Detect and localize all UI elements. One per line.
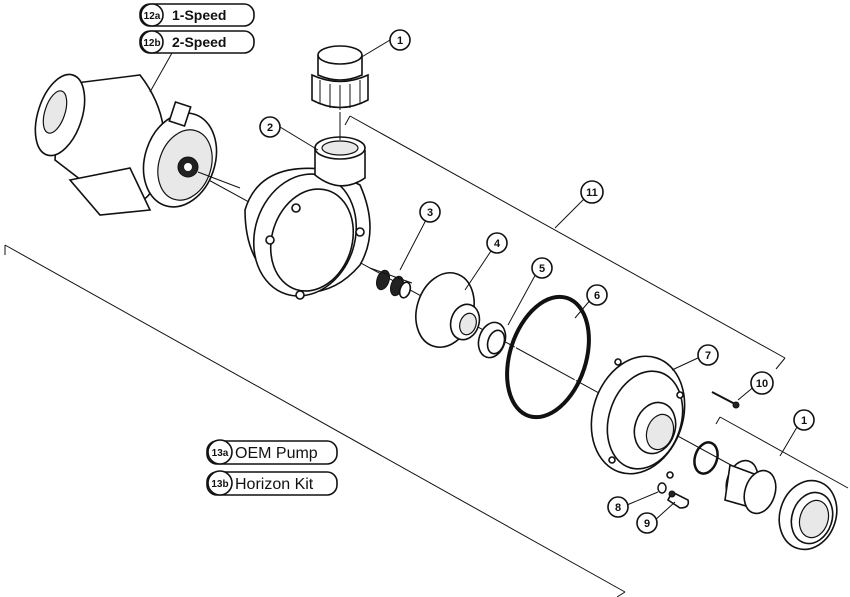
svg-text:5: 5: [539, 263, 545, 275]
svg-text:13a: 13a: [212, 448, 229, 459]
svg-text:Horizon Kit: Horizon Kit: [235, 476, 314, 493]
motor: [34, 73, 241, 216]
o-ring: [505, 294, 591, 420]
shaft-seal: [369, 267, 413, 299]
svg-text:12b: 12b: [143, 38, 160, 49]
svg-text:9: 9: [644, 518, 650, 530]
callout-5: 5: [531, 257, 553, 279]
svg-text:3: 3: [427, 207, 433, 219]
svg-text:8: 8: [615, 502, 621, 514]
svg-text:11: 11: [586, 187, 598, 199]
svg-text:1: 1: [801, 415, 807, 427]
svg-text:7: 7: [705, 350, 711, 362]
legend-12b: 12b 2-Speed: [139, 30, 255, 54]
union-tailpiece: [724, 459, 777, 515]
callout-1-top: 1: [389, 29, 411, 51]
drain-plug: [657, 482, 690, 509]
union-bracket-line: [715, 416, 849, 489]
svg-text:6: 6: [594, 290, 600, 302]
callout-9: 9: [636, 512, 658, 534]
kit-bracket-line: [4, 244, 626, 597]
callout-10: 10: [750, 371, 774, 395]
union-nut: [778, 479, 838, 551]
callout-4: 4: [486, 232, 508, 254]
legend-13b: 13b Horizon Kit: [206, 470, 338, 496]
wear-ring: [477, 321, 507, 359]
svg-text:13b: 13b: [211, 479, 228, 490]
callout-8: 8: [607, 496, 629, 518]
pump-housing: [244, 167, 371, 300]
callout-1-right: 1: [793, 409, 815, 431]
top-union: [311, 45, 369, 140]
svg-text:4: 4: [494, 238, 501, 250]
callout-6: 6: [586, 284, 608, 306]
callout-11: 11: [580, 180, 604, 204]
callout-7: 7: [697, 344, 719, 366]
wet-end-bracket-line: [344, 115, 786, 370]
svg-text:12a: 12a: [144, 11, 161, 22]
callout-3: 3: [419, 201, 441, 223]
impeller: [415, 272, 481, 348]
faceplate: [590, 355, 686, 479]
screw: [711, 391, 740, 409]
svg-text:2-Speed: 2-Speed: [172, 34, 226, 50]
legend-12a: 12a 1-Speed: [139, 3, 255, 27]
svg-text:10: 10: [756, 378, 768, 390]
legend-13a: 13a OEM Pump: [206, 439, 338, 465]
discharge-pipe: [314, 136, 366, 187]
svg-text:OEM Pump: OEM Pump: [235, 445, 318, 462]
svg-text:2: 2: [267, 122, 273, 134]
callout-2: 2: [259, 116, 281, 138]
svg-text:1: 1: [397, 35, 403, 47]
union-o-ring: [693, 441, 719, 475]
svg-text:1-Speed: 1-Speed: [172, 7, 226, 23]
